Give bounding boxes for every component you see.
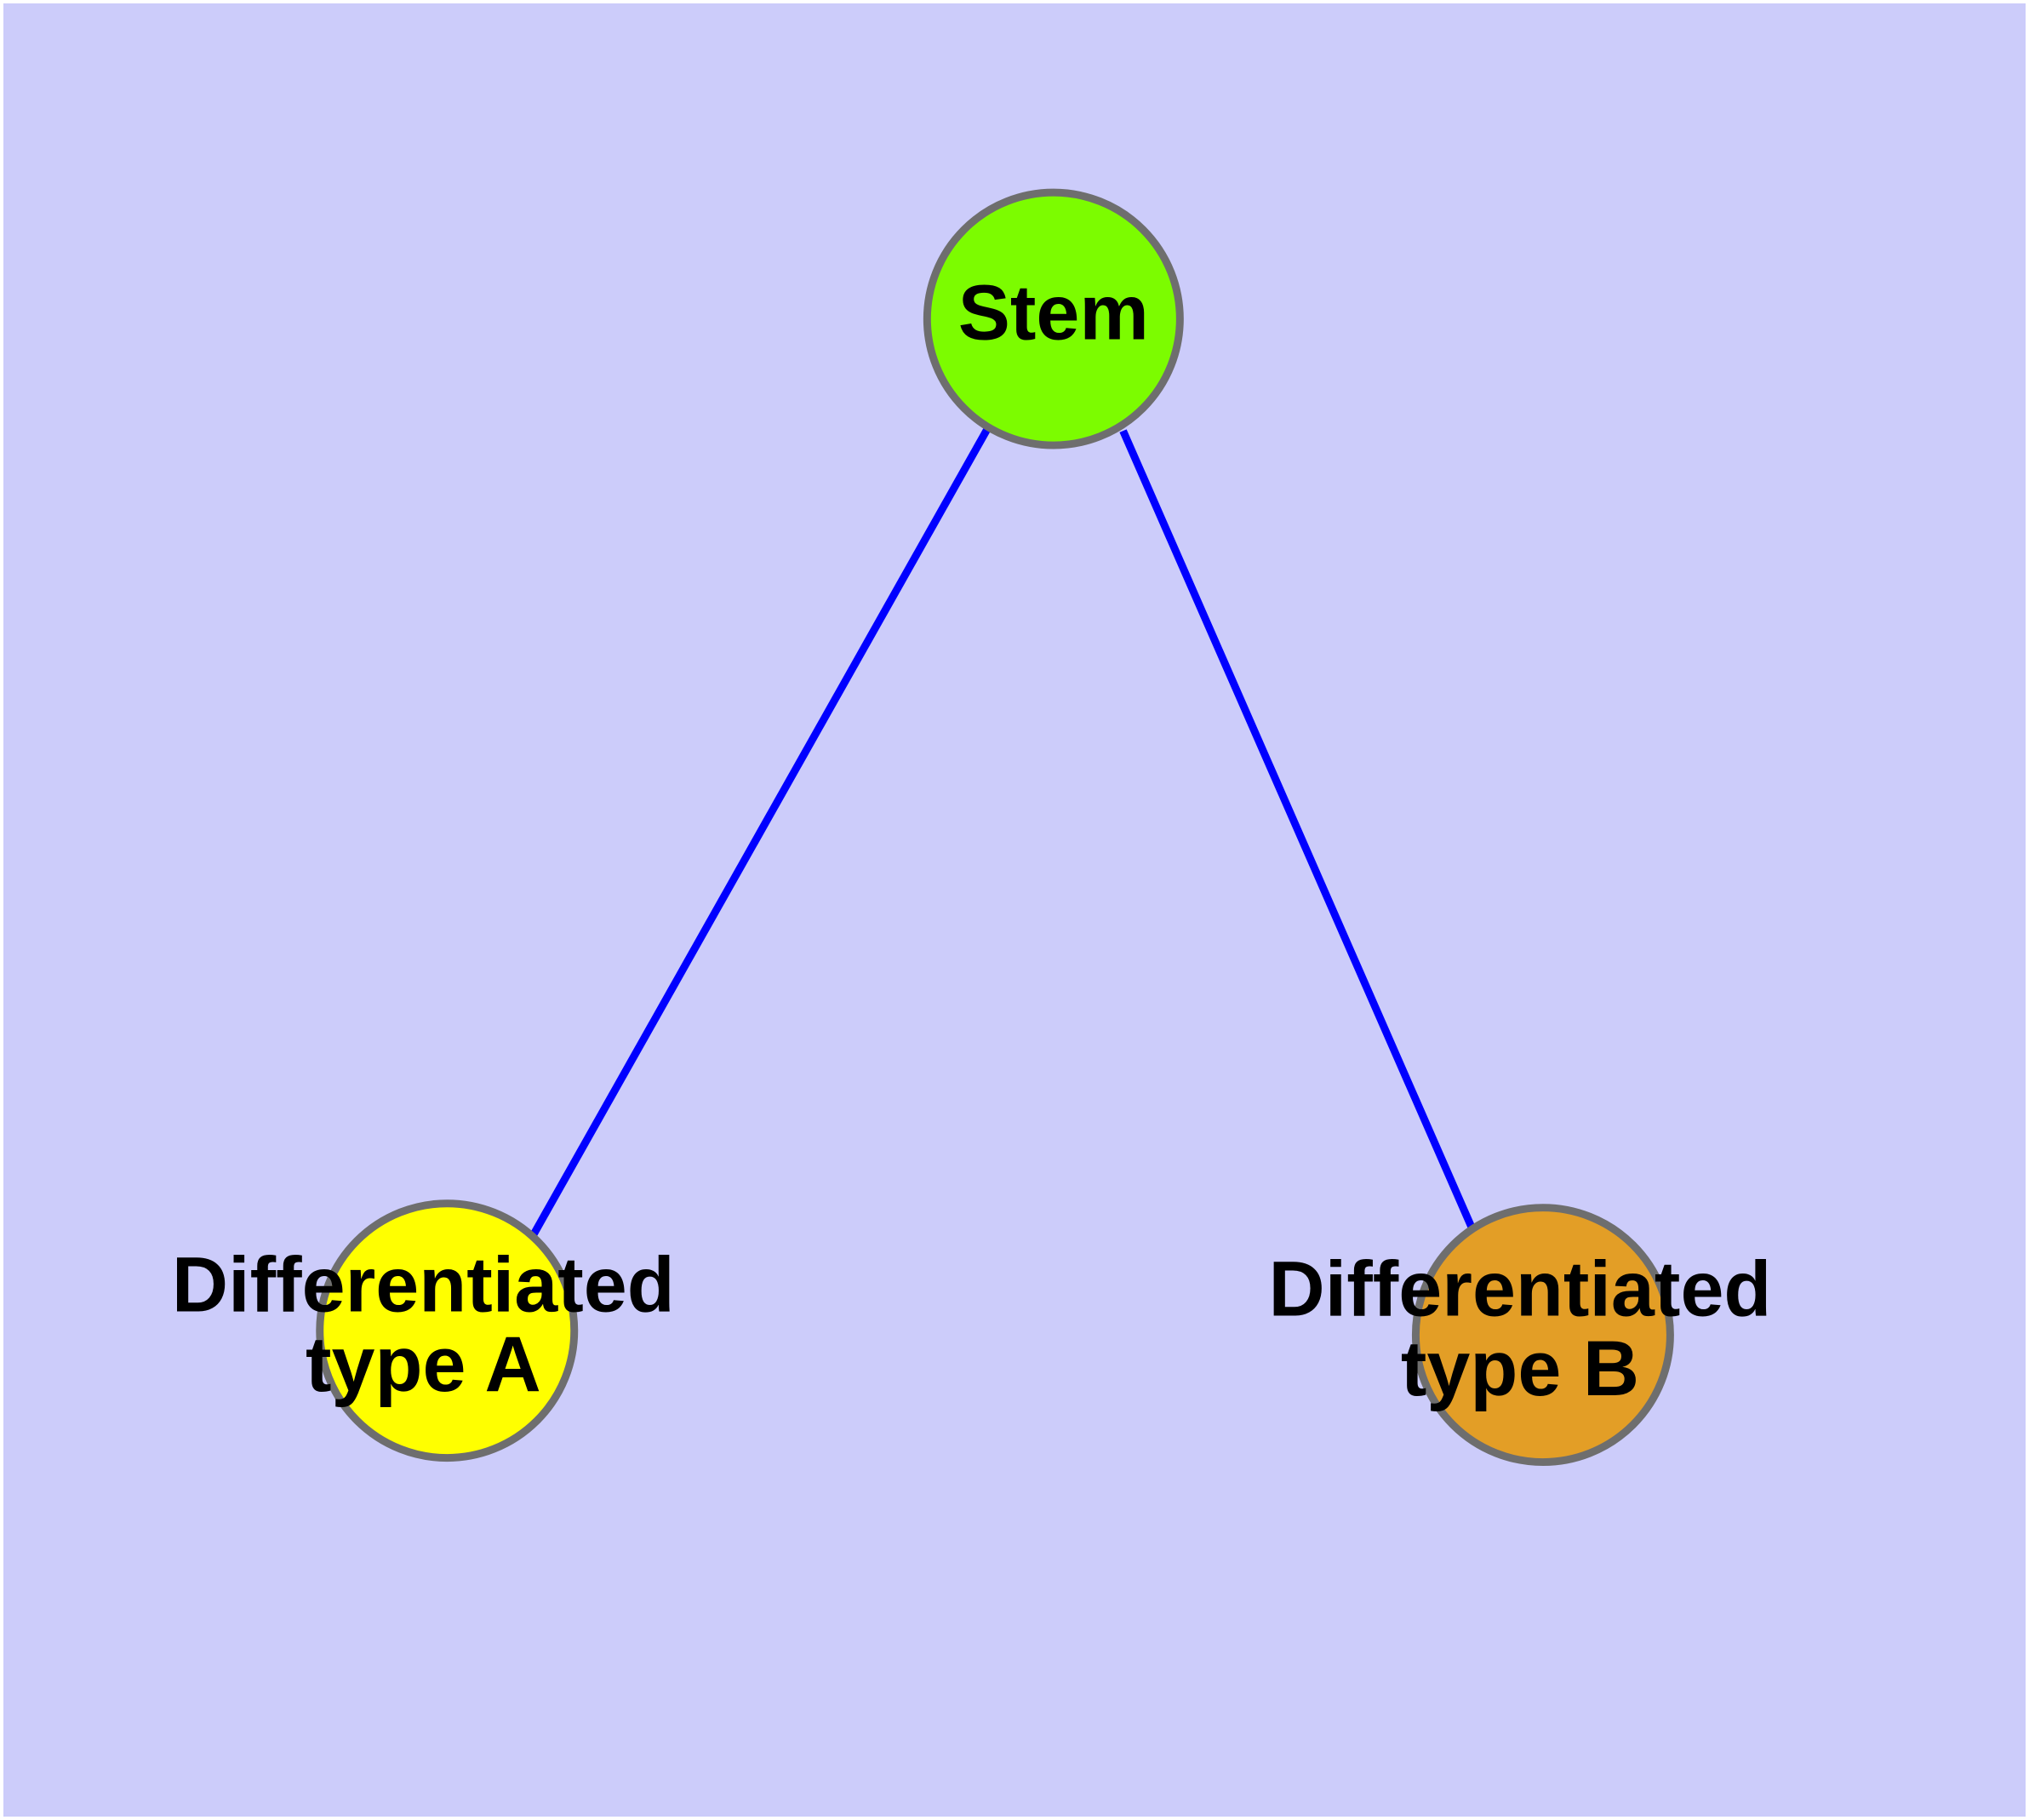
- node-stem-label: Stem: [958, 270, 1149, 357]
- node-differentiated-type-b[interactable]: [1411, 1204, 1674, 1467]
- edge-stem-to-differentiated-type-a[interactable]: [528, 425, 992, 1241]
- edge-layer: [528, 425, 1477, 1241]
- node-differentiated-type-a[interactable]: [316, 1199, 579, 1462]
- node-stem[interactable]: [923, 188, 1184, 449]
- label-line: type A: [306, 1321, 541, 1408]
- edge-stem-to-differentiated-type-b[interactable]: [1119, 429, 1477, 1233]
- label-line: Differentiated: [1269, 1246, 1772, 1333]
- label-line: Stem: [958, 270, 1149, 357]
- node-layer: [316, 188, 1674, 1467]
- label-line: Differentiated: [172, 1242, 675, 1329]
- label-line: type B: [1401, 1325, 1639, 1412]
